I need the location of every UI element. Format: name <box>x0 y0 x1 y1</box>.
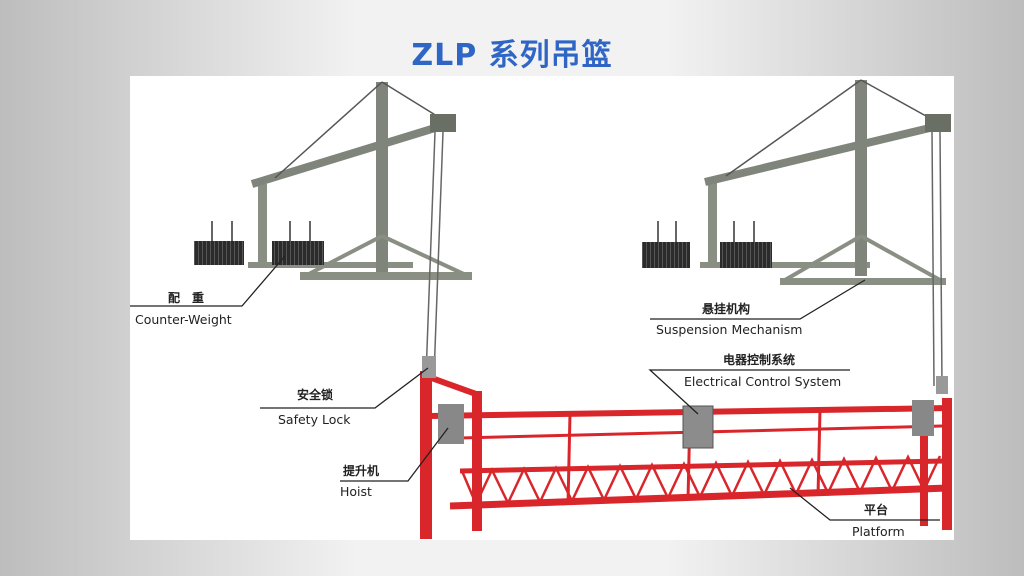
electrical-control-label-cn: 电器控制系统 <box>723 352 795 367</box>
counter-weight-label-en: Counter-Weight <box>135 312 232 327</box>
counter-weight-label-cn: 配 重 <box>168 290 204 305</box>
platform-label-en: Platform <box>852 524 905 539</box>
suspension-mechanism-label-en: Suspension Mechanism <box>656 322 802 337</box>
safety-lock-right <box>936 376 948 394</box>
hoist-label-cn: 提升机 <box>343 463 379 478</box>
safety-lock-left <box>422 356 436 378</box>
platform-label-cn: 平台 <box>864 502 888 517</box>
safety-lock-label-cn: 安全锁 <box>297 387 333 402</box>
counter-weight-block-left-1 <box>194 241 244 265</box>
hoist-motor-left <box>438 404 464 444</box>
suspension-mechanism-label-cn: 悬挂机构 <box>701 301 750 316</box>
page-title: ZLP 系列吊篮 <box>0 30 1024 74</box>
hoist-motor-right <box>912 400 934 436</box>
safety-lock-label-en: Safety Lock <box>278 412 351 427</box>
diagram-panel: 配 重 Counter-Weight 安全锁 Safety Lock 提升机 H… <box>130 76 954 540</box>
counter-weight-block-right-2 <box>720 242 772 268</box>
electrical-control-box <box>683 406 713 448</box>
right-suspension-mechanism <box>642 80 951 285</box>
suspended-platform-diagram: 配 重 Counter-Weight 安全锁 Safety Lock 提升机 H… <box>130 76 954 540</box>
counter-weight-block-right-1 <box>642 242 690 268</box>
electrical-control-label-en: Electrical Control System <box>684 374 841 389</box>
hoist-label-en: Hoist <box>340 484 372 499</box>
